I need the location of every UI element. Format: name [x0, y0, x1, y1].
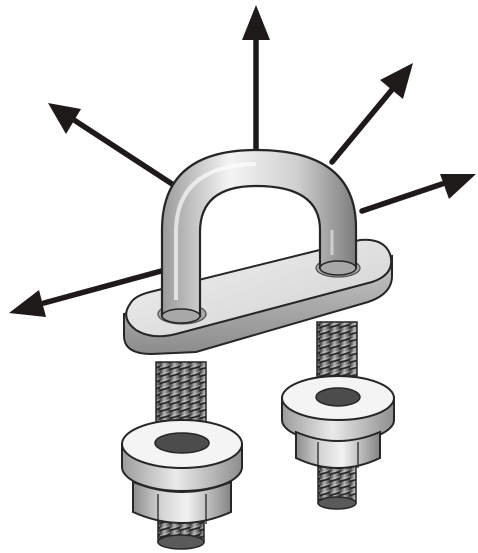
arrow-right	[362, 174, 476, 211]
arrow-up	[242, 5, 270, 160]
washer-left	[122, 420, 242, 491]
arrow-upper-left	[48, 103, 189, 195]
arrow-upper-right	[332, 63, 413, 162]
